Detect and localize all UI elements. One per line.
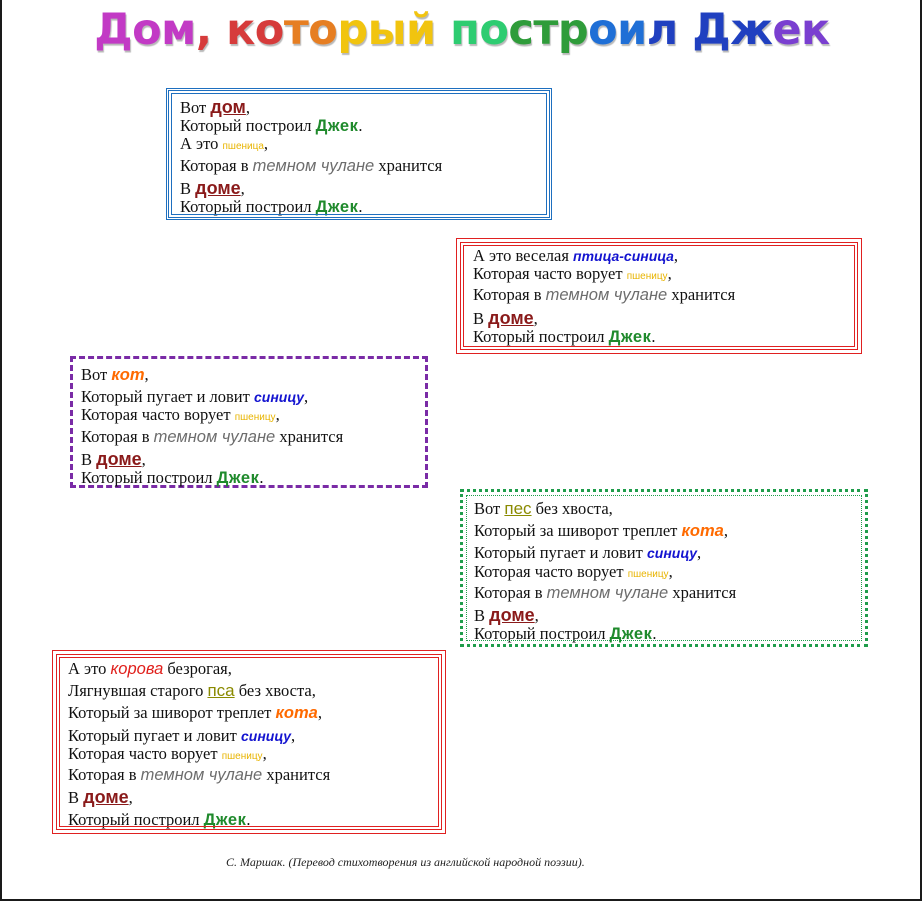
keyword-wheat: пшеницу (221, 750, 263, 762)
stanza-line: Который построил Джек. (68, 810, 251, 830)
stanza-line: Которая в темном чулане хранится (68, 765, 331, 785)
keyword-doma: доме (195, 177, 241, 198)
stanza-line: Которая часто ворует пшеницу, (474, 561, 673, 581)
keyword-jack: Джек (216, 469, 260, 488)
keyword-wheat: пшеницу (626, 271, 668, 283)
attribution-credit: С. Маршак. (Перевод стихотворения из анг… (226, 855, 585, 869)
stanza-line: В доме, (81, 448, 146, 469)
stanza-line: Вот дом, (180, 97, 250, 117)
stanza-line: В доме, (180, 177, 245, 198)
stanza-line: Который построил Джек. (180, 116, 363, 136)
keyword-dog: пес (504, 499, 532, 518)
stanza-1: Вот дом, Который построил Джек. А это пш… (166, 88, 552, 220)
keyword-tit: синицу (253, 389, 304, 406)
stanza-line: Которая в темном чулане хранится (180, 155, 443, 175)
stanza-line: А это веселая птица-синица, (473, 246, 679, 265)
stanza-line: Который пугает и ловит синицу, (68, 725, 296, 745)
keyword-cat: кота (681, 522, 724, 541)
stanza-line: А это пшеница, (180, 134, 269, 154)
keyword-doma: доме (83, 787, 129, 808)
keyword-closet: темном чулане (546, 583, 669, 602)
keyword-doma: доме (96, 448, 142, 469)
keyword-jack: Джек (203, 811, 247, 830)
stanza-line: Которая часто ворует пшеницу, (68, 743, 267, 763)
stanza-line: Вот пес без хвоста, (474, 499, 613, 518)
keyword-jack: Джек (608, 327, 652, 346)
keyword-doma: доме (489, 605, 535, 626)
keyword-dog: пса (207, 681, 235, 701)
stanza-line: Который пугает и ловит синицу, (81, 387, 309, 407)
keyword-wheat: пшеницу (627, 568, 669, 580)
stanza-line: Лягнувшая старого пса без хвоста, (68, 681, 316, 701)
stanza-line: Который построил Джек. (180, 197, 363, 217)
keyword-closet: темном чулане (140, 766, 263, 785)
stanza-line: Которая в темном чулане хранится (473, 285, 736, 305)
keyword-doma: доме (488, 307, 534, 328)
keyword-jack: Джек (609, 625, 653, 644)
keyword-closet: темном чулане (545, 286, 668, 305)
keyword-closet: темном чулане (252, 156, 375, 175)
keyword-cat: кот (111, 366, 145, 384)
stanza-line: Который построил Джек. (81, 468, 264, 488)
stanza-line: Которая в темном чулане хранится (474, 582, 737, 602)
stanza-line: А это корова безрогая, (68, 659, 232, 678)
page-title: Дом, который построил Джек (94, 5, 830, 55)
stanza-line: В доме, (68, 787, 133, 808)
stanza-line: В доме, (474, 605, 539, 626)
keyword-wheat: пшеница (222, 141, 264, 153)
keyword-jack: Джек (315, 198, 359, 217)
keyword-jack: Джек (315, 117, 359, 136)
stanza-line: Вот кот, (81, 365, 149, 384)
stanza-line: Который пугает и ловит синицу, (474, 543, 702, 563)
stanza-line: Который построил Джек. (474, 624, 657, 644)
keyword-tit: синицу (240, 727, 291, 744)
stanza-line: Который за шиворот треплет кота, (68, 703, 322, 723)
stanza-line: Который за шиворот треплет кота, (474, 521, 728, 541)
stanza-line: Который построил Джек. (473, 326, 656, 346)
stanza-line: В доме, (473, 307, 538, 328)
keyword-closet: темном чулане (153, 427, 276, 446)
stanza-line: Которая в темном чулане хранится (81, 426, 344, 446)
keyword-cow: корова (110, 660, 164, 678)
stanza-4: Вот пес без хвоста, Который за шиворот т… (460, 489, 868, 647)
stanza-5: А это корова безрогая, Лягнувшая старого… (52, 650, 446, 834)
keyword-dom: дом (210, 97, 246, 117)
keyword-cat: кота (275, 704, 318, 723)
keyword-wheat: пшеницу (234, 412, 276, 424)
keyword-tit: синицу (646, 545, 697, 562)
keyword-bird: птица-синица (573, 248, 674, 264)
stanza-2: А это веселая птица-синица, Которая част… (456, 238, 862, 354)
stanza-line: Которая часто ворует пшеницу, (473, 264, 672, 284)
stanza-line: Которая часто ворует пшеницу, (81, 405, 280, 425)
stanza-3: Вот кот, Который пугает и ловит синицу, … (70, 356, 428, 488)
